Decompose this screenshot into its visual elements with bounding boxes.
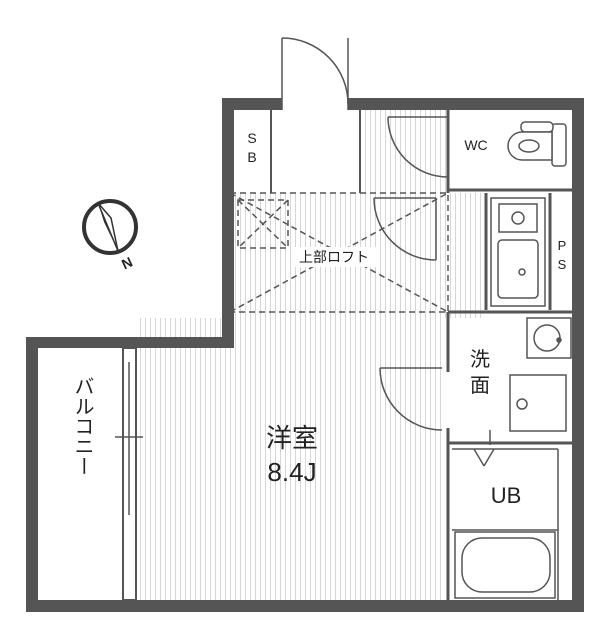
ub-label: UB	[491, 483, 522, 508]
floor-stripes	[136, 110, 484, 600]
wc-label: WC	[464, 137, 487, 153]
loft-label: 上部ロフト	[299, 249, 369, 265]
wash-basin	[526, 317, 572, 359]
entrance-door	[281, 37, 349, 110]
bathtub	[454, 531, 556, 599]
loft-label-bg	[292, 247, 376, 267]
room-size: 8.4J	[267, 457, 316, 487]
washroom-label-line1: 洗	[470, 348, 490, 371]
balcony-edge	[115, 347, 143, 601]
washroom-label-line2: 面	[470, 375, 490, 397]
room-name: 洋室	[266, 423, 318, 453]
compass-icon	[82, 199, 138, 255]
sb-label-line1: S	[247, 130, 256, 146]
hall-door	[373, 197, 437, 261]
washroom-door	[379, 367, 443, 431]
compass-north-label: N	[119, 254, 135, 273]
kitchen-counter	[490, 197, 546, 307]
sb-label-line2: B	[247, 149, 256, 165]
washer-space	[509, 374, 567, 432]
washroom-door-mark	[473, 430, 495, 467]
outer-walls	[26, 98, 584, 612]
ps-label-line1: P	[558, 238, 567, 253]
interior-walls	[270, 110, 572, 600]
balcony-label: バルコニー	[71, 376, 93, 476]
toilet-icon	[507, 121, 567, 167]
ps-label-line2: S	[558, 257, 567, 272]
wc-door	[387, 116, 449, 178]
